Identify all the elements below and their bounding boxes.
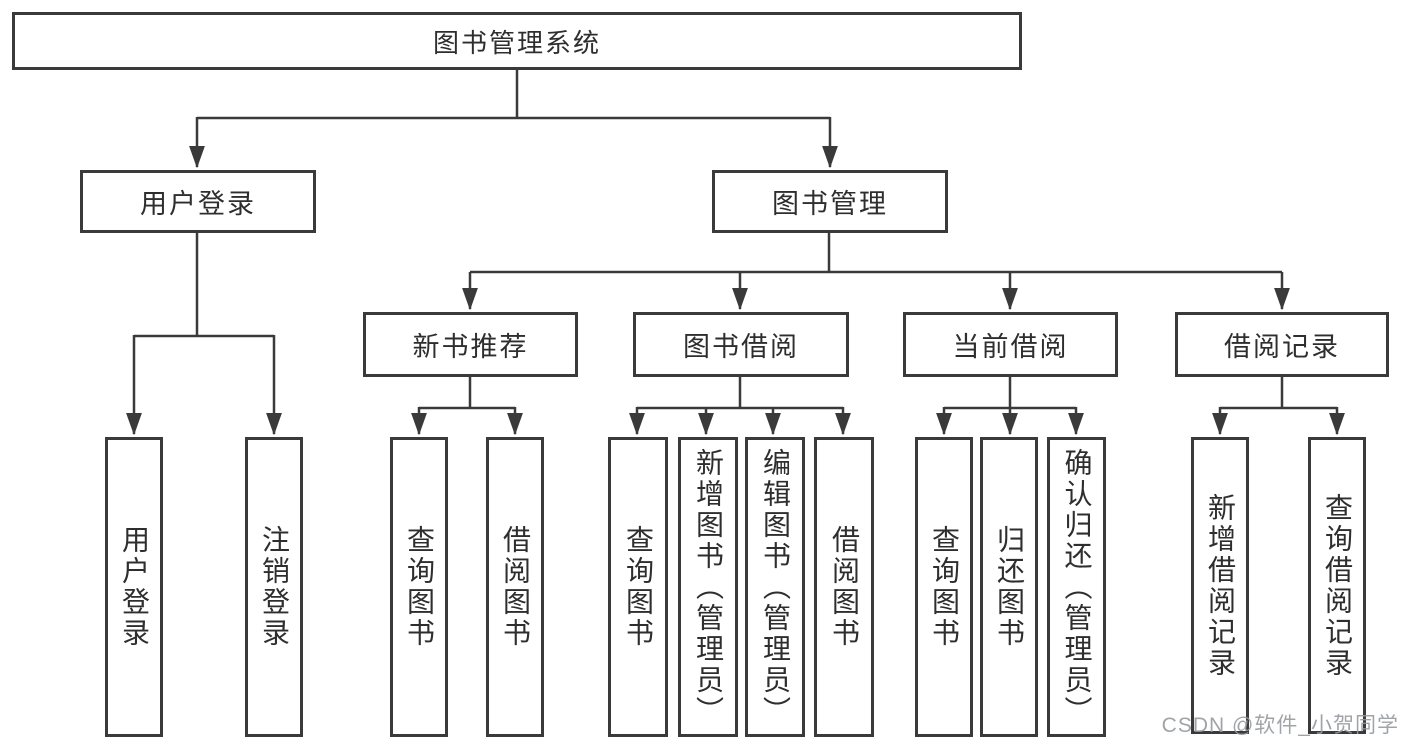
- leaf-label: 归还图书: [994, 525, 1025, 649]
- leaf-label: 确认归还（管理员）: [1061, 447, 1093, 727]
- leaf-edit-books-admin: 编辑图书（管理员）: [745, 437, 805, 737]
- leaf-label: 注销登录: [259, 525, 290, 649]
- leaf-query-borrow-record: 查询借阅记录: [1308, 437, 1366, 734]
- node-library-system: 图书管理系统: [12, 12, 1022, 70]
- leaf-return-books: 归还图书: [980, 437, 1038, 737]
- leaf-borrow-books: 借阅图书: [814, 437, 874, 737]
- leaf-label: 借阅图书: [829, 525, 860, 649]
- node-book-management: 图书管理: [712, 170, 948, 233]
- leaf-logout-login: 注销登录: [245, 437, 303, 737]
- leaf-label: 查询图书: [404, 525, 435, 649]
- leaf-label: 新增图书（管理员）: [693, 447, 724, 727]
- node-new-book-recommend: 新书推荐: [363, 312, 578, 377]
- leaf-label: 用户登录: [119, 525, 150, 649]
- leaf-query-books-recommend: 查询图书: [390, 437, 448, 737]
- leaf-label: 编辑图书（管理员）: [760, 447, 791, 727]
- leaf-add-books-admin: 新增图书（管理员）: [678, 437, 738, 737]
- leaf-label: 新增借阅记录: [1205, 492, 1236, 679]
- leaf-user-login: 用户登录: [105, 437, 163, 737]
- leaf-query-books-borrow: 查询图书: [608, 437, 668, 737]
- node-user-login: 用户登录: [80, 170, 316, 233]
- csdn-watermark: CSDN @软件_小贺同学: [1161, 714, 1399, 737]
- leaf-label: 借阅图书: [500, 525, 531, 649]
- node-current-borrow: 当前借阅: [903, 312, 1118, 377]
- leaf-label: 查询图书: [929, 525, 960, 649]
- leaf-query-books-current: 查询图书: [915, 437, 973, 737]
- node-book-borrow: 图书借阅: [633, 312, 849, 377]
- leaf-label: 查询借阅记录: [1322, 492, 1353, 679]
- leaf-confirm-return-admin: 确认归还（管理员）: [1047, 437, 1106, 737]
- leaf-label: 查询图书: [623, 525, 654, 649]
- node-borrow-records: 借阅记录: [1175, 312, 1389, 377]
- leaf-add-borrow-record: 新增借阅记录: [1191, 437, 1249, 734]
- leaf-borrow-books-recommend: 借阅图书: [486, 437, 544, 737]
